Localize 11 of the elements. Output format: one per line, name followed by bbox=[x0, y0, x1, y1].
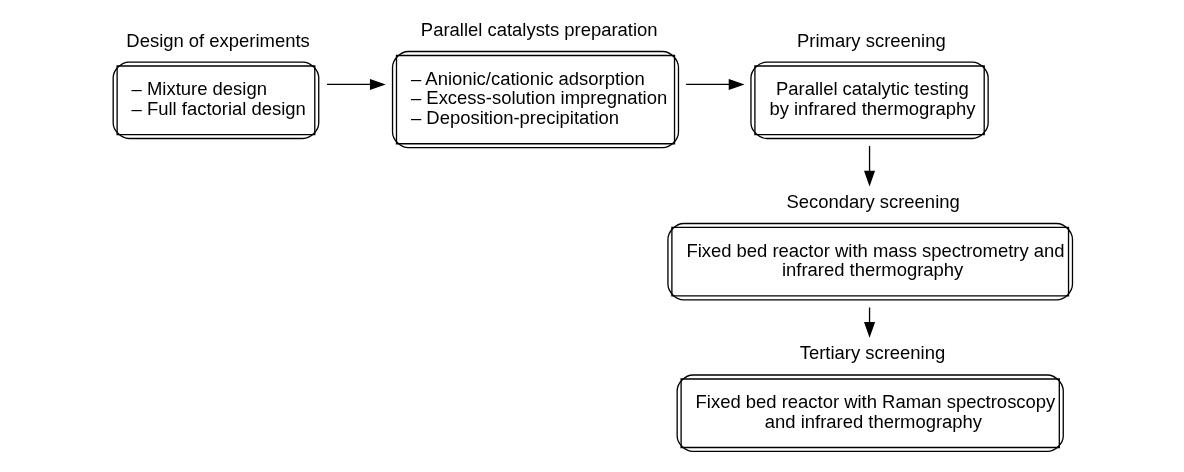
arrow bbox=[863, 145, 875, 187]
arrow bbox=[684, 78, 745, 90]
node-label: Secondary screening bbox=[786, 190, 960, 212]
node-label: Primary screening bbox=[796, 29, 946, 51]
node-box: Fixed bed reactor with mass spectrometry and infrared thermography bbox=[666, 222, 1073, 301]
arrow bbox=[325, 78, 386, 90]
node-box: Parallel catalytic testing by infrared thermography bbox=[749, 61, 989, 140]
node-label: Tertiary screening bbox=[799, 342, 945, 364]
node-box: – Anionic/cationic adsorption – Excess-solution impregnation – Deposition-precipitation bbox=[391, 50, 679, 149]
node-label: Parallel catalysts preparation bbox=[420, 18, 658, 40]
node-label: Design of experiments bbox=[125, 29, 310, 51]
